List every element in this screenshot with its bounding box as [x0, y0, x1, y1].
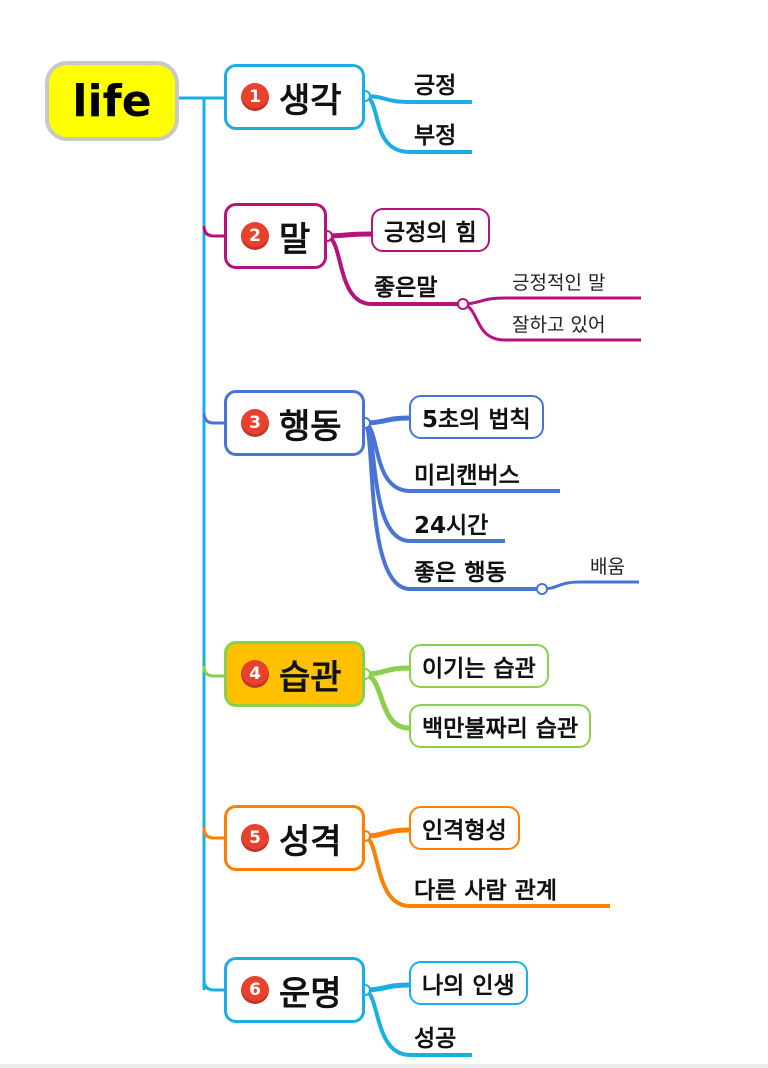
branch-node-4[interactable]: 4 습관 [224, 641, 365, 707]
trunk-to-branch-3 [202, 412, 224, 425]
branch-node-3[interactable]: 3 행동 [224, 390, 365, 456]
topic-6-1[interactable]: 나의 인생 [409, 961, 528, 1005]
trunk-to-branch-6 [202, 979, 224, 992]
number-badge-6: 6 [241, 976, 269, 1004]
topic-3-3[interactable]: 24시간 [414, 513, 489, 539]
number-badge-2: 2 [241, 222, 269, 250]
topic-1-1[interactable]: 긍정 [414, 73, 457, 99]
topic-3-1[interactable]: 5초의 법칙 [409, 395, 544, 439]
topic-3-2[interactable]: 미리캔버스 [414, 463, 520, 489]
branch-node-2[interactable]: 2 말 [224, 203, 327, 269]
branch-node-5[interactable]: 5 성격 [224, 805, 365, 871]
number-badge-1: 1 [241, 83, 269, 111]
connector-3-1 [364, 415, 410, 426]
root-node[interactable]: life [45, 61, 179, 141]
topic-3-4[interactable]: 좋은 행동 [414, 560, 507, 586]
branch-node-6[interactable]: 6 운명 [224, 957, 365, 1023]
connector-2-2 [326, 234, 463, 306]
page-bottom-edge [0, 1064, 768, 1068]
connector-2-2-1 [462, 296, 641, 306]
number-badge-5: 5 [241, 824, 269, 852]
trunk-line [179, 96, 206, 990]
branch-title-3: 행동 [279, 406, 342, 447]
connector-3-4 [363, 421, 542, 591]
branch-title-2: 말 [279, 219, 311, 260]
branch-title-5: 성격 [279, 821, 342, 862]
connector-6-2 [363, 988, 472, 1057]
connector-2-1 [326, 231, 372, 239]
node-dot-2-2 [457, 298, 469, 310]
trunk-to-branch-2 [202, 225, 224, 238]
connector-4-2 [364, 671, 410, 731]
topic-5-2[interactable]: 다른 사람 관계 [414, 878, 557, 904]
number-badge-3: 3 [241, 409, 269, 437]
topic-2-2[interactable]: 좋은말 [374, 275, 438, 301]
topic-4-1[interactable]: 이기는 습관 [409, 644, 549, 688]
trunk-to-branch-5 [202, 827, 224, 840]
branch-title-6: 운명 [279, 973, 342, 1014]
connector-5-2 [363, 834, 610, 908]
topic-6-2[interactable]: 성공 [414, 1026, 457, 1052]
connector-3-4-1 [541, 580, 639, 591]
topic-3-4-1[interactable]: 배움 [590, 556, 625, 578]
number-badge-4: 4 [241, 660, 269, 688]
connector-6-1 [364, 982, 410, 993]
branch-title-1: 생각 [279, 80, 342, 121]
branch-node-1[interactable]: 1 생각 [224, 64, 365, 130]
topic-1-2[interactable]: 부정 [414, 123, 457, 149]
branch-title-4: 습관 [279, 657, 342, 698]
trunk-to-branch-4 [202, 665, 224, 678]
connector-1-2 [364, 94, 472, 154]
topic-2-2-1[interactable]: 긍정적인 말 [512, 272, 606, 294]
connector-4-1 [364, 665, 410, 677]
node-dot-3-4 [536, 583, 548, 595]
connector-5-1 [364, 827, 410, 839]
topic-5-1[interactable]: 인격형성 [409, 806, 520, 850]
topic-4-2[interactable]: 백만불짜리 습관 [409, 704, 592, 748]
topic-2-1[interactable]: 긍정의 힘 [371, 208, 490, 252]
topic-2-2-2[interactable]: 잘하고 있어 [512, 314, 606, 336]
